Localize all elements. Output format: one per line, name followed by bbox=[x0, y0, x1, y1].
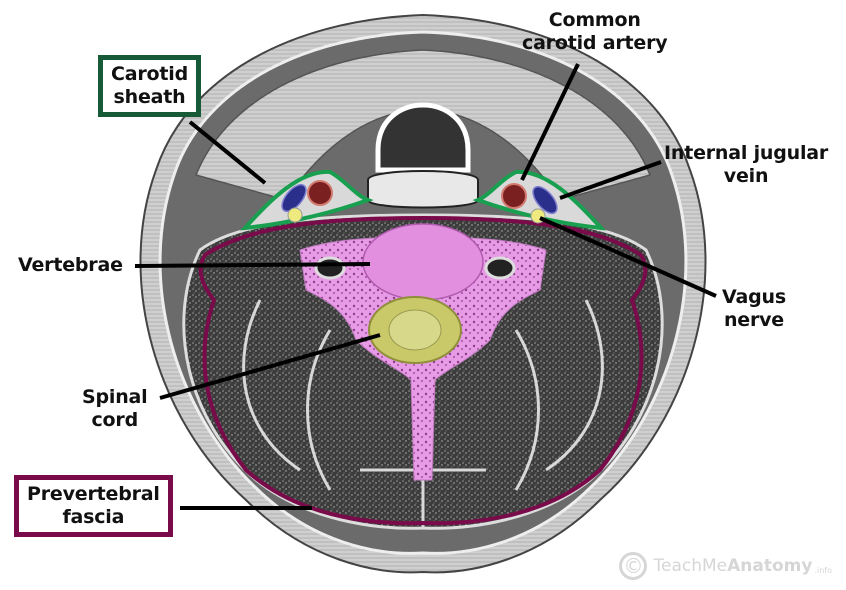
label-carotid-sheath: Carotid sheath bbox=[98, 55, 201, 117]
label-line: fascia bbox=[62, 506, 125, 528]
label-line: Spinal bbox=[82, 386, 148, 408]
leader-internal-jugular bbox=[559, 160, 662, 200]
watermark-bold: Anatomy bbox=[727, 556, 813, 576]
label-line: Vagus bbox=[722, 286, 786, 308]
watermark-light: TeachMe bbox=[653, 556, 728, 576]
label-line: Prevertebral bbox=[27, 483, 160, 505]
label-line: Carotid bbox=[111, 63, 188, 85]
carotid-sheath-left bbox=[240, 169, 374, 231]
label-line: Vertebrae bbox=[18, 254, 123, 276]
label-line: sheath bbox=[113, 86, 186, 108]
leader-lines bbox=[134, 63, 717, 510]
label-line: nerve bbox=[723, 309, 784, 331]
leader-vertebrae bbox=[134, 262, 371, 268]
esophagus bbox=[367, 170, 479, 209]
label-internal-jugular-vein: Internal jugular vein bbox=[664, 142, 828, 188]
vagus-nerve-left bbox=[287, 207, 303, 223]
spinal-cord-inner bbox=[388, 309, 442, 351]
prevertebral-fascia bbox=[198, 215, 648, 526]
label-prevertebral-fascia: Prevertebral fascia bbox=[14, 475, 173, 537]
common-carotid-artery-left bbox=[307, 180, 333, 206]
watermark-suffix: .info bbox=[814, 565, 832, 575]
label-line: Common bbox=[548, 9, 641, 31]
vertebral-foramen-left bbox=[314, 256, 346, 280]
vertebral-body bbox=[362, 223, 484, 301]
vertebral-foramen-right bbox=[484, 256, 516, 280]
muscle-divisions bbox=[242, 299, 604, 528]
leader-carotid-sheath bbox=[188, 120, 267, 185]
watermark: © TeachMeAnatomy .info bbox=[619, 552, 832, 580]
label-line: Internal jugular bbox=[664, 142, 829, 164]
trachea bbox=[375, 102, 471, 173]
label-common-carotid-artery: Common carotid artery bbox=[522, 9, 668, 55]
internal-jugular-vein-left bbox=[281, 183, 307, 213]
label-spinal-cord: Spinal cord bbox=[82, 386, 148, 432]
label-line: vein bbox=[723, 165, 769, 187]
leader-spinal-cord bbox=[159, 333, 381, 400]
watermark-text: TeachMeAnatomy bbox=[653, 556, 812, 576]
label-vagus-nerve: Vagus nerve bbox=[722, 286, 786, 332]
internal-jugular-vein-right bbox=[532, 185, 558, 215]
leader-common-carotid bbox=[520, 63, 580, 181]
label-line: carotid artery bbox=[522, 32, 668, 54]
copyright-icon: © bbox=[619, 552, 648, 580]
common-carotid-artery-right bbox=[501, 183, 527, 209]
label-vertebrae: Vertebrae bbox=[18, 254, 123, 277]
leader-vagus bbox=[539, 216, 717, 298]
label-line: cord bbox=[91, 409, 138, 431]
